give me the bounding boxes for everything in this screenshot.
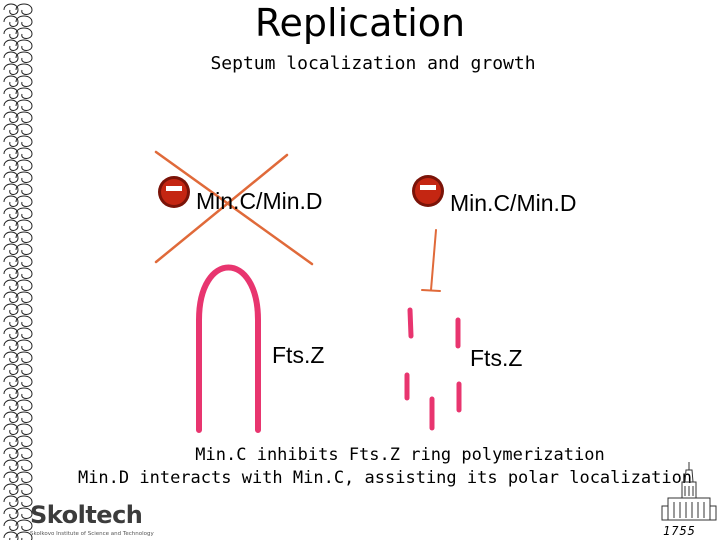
minus-badge-icon [412,175,444,207]
inhibition-arrow-icon [421,229,441,292]
logo-text: Skoltech [30,501,143,529]
university-building-icon [661,462,717,521]
logo-subtitle: Skolkovo Institute of Science and Techno… [30,531,154,537]
page-title: Replication [254,1,466,45]
ftsz-fragments [404,307,462,431]
caption-line-2: Min.D interacts with Min.C, assisting it… [77,468,693,488]
cross-out-icon [154,150,314,266]
ftsz-ring-complete [196,264,261,433]
year-label: 1755 [663,524,696,538]
caption-line-1: Min.C inhibits Fts.Z ring polymerization [195,445,605,465]
skoltech-logo: Skoltech Skolkovo Institute of Science a… [30,500,154,540]
right-inhibitor-label: Min.C/Min.D [450,190,577,216]
minus-badge-icon [158,176,190,208]
right-ftsz-label: Fts.Z [470,345,523,371]
page-subtitle: Septum localization and growth [210,53,536,74]
decorative-loop-border [3,3,33,540]
left-inhibitor-label: Min.C/Min.D [196,188,323,214]
left-ftsz-label: Fts.Z [272,342,325,368]
